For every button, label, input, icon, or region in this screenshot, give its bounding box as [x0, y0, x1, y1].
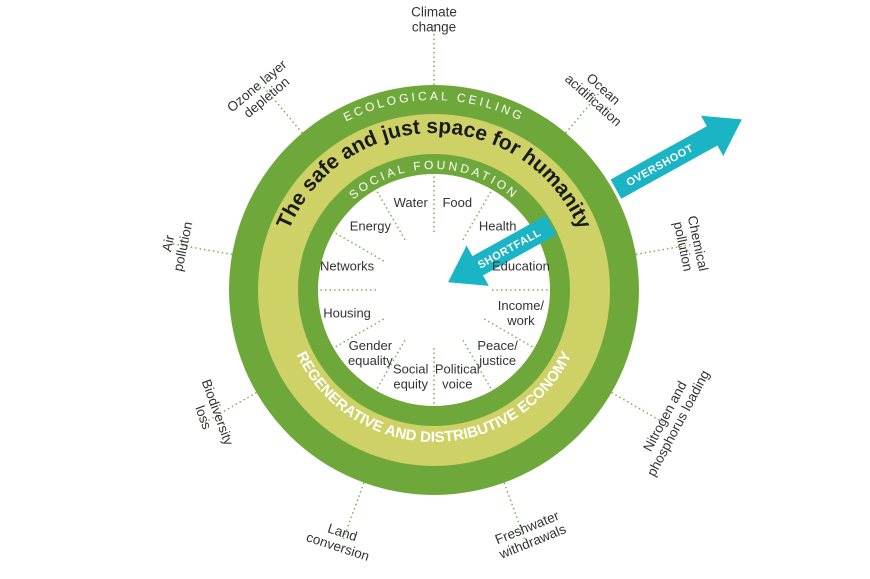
outer-spoke [565, 84, 607, 134]
social-foundation-label-line: Social [393, 361, 429, 376]
ecological-boundary-label-line: Air [159, 233, 177, 253]
social-foundation-label-line: Networks [320, 259, 375, 274]
inner-spoke [333, 318, 385, 349]
ecological-boundary-label: Airpollution [156, 217, 196, 272]
social-foundation-label-line: Political [435, 361, 480, 376]
social-foundation-label-line: Peace/ [477, 338, 518, 353]
outer-spoke [201, 391, 257, 425]
social-foundation-label-line: Health [479, 218, 517, 233]
social-foundation-label-line: Gender [349, 338, 393, 353]
inner-spoke [462, 339, 493, 391]
social-foundation-label: Energy [350, 218, 392, 233]
ecological-boundary-label: Ozone layerdepletion [224, 56, 299, 126]
social-foundation-label-line: Education [492, 259, 550, 274]
overshoot-label: OVERSHOOT [625, 142, 696, 189]
social-foundation-label-line: equality [348, 353, 393, 368]
social-foundation-label-line: justice [478, 353, 516, 368]
inner-spoke [462, 189, 493, 241]
social-foundation-label-line: Energy [350, 218, 392, 233]
overshoot-arrow-shape [610, 115, 742, 199]
social-foundation-label-line: work [506, 313, 535, 328]
outer-spoke [635, 242, 699, 256]
ecological-boundary-label: Landconversion [304, 515, 375, 564]
social-foundation-label: Water [394, 195, 429, 210]
outer-spoke [169, 242, 233, 256]
ecological-boundary-label: Nitrogen andphosphorus loading [631, 361, 713, 479]
social-foundation-label: Education [492, 259, 550, 274]
social-foundation-label-line: Income/ [498, 298, 545, 313]
social-foundation-label: Health [479, 218, 517, 233]
ecological-boundary-label-line: change [412, 20, 456, 35]
social-foundation-label: Housing [323, 305, 371, 320]
ecological-boundary-label: Oceanacidification [562, 60, 635, 129]
outer-spokes [169, 22, 699, 543]
social-foundation-label: Networks [320, 259, 375, 274]
social-foundation-label-line: equity [393, 376, 428, 391]
social-foundation-label-line: Water [394, 195, 429, 210]
shortfall-arrow-shape [447, 215, 557, 286]
social-foundation-label-line: Housing [323, 305, 371, 320]
inner-spoke [375, 339, 406, 391]
ecological-boundary-label: Biodiversityloss [185, 377, 237, 452]
social-foundation-label: Food [442, 195, 472, 210]
social-foundation-label-line: Food [442, 195, 472, 210]
social-foundation-label: Peace/justice [477, 338, 518, 368]
ecological-boundary-label: Freshwaterwithdrawals [491, 507, 569, 562]
ecological-boundary-label: Chemicalpollution [670, 214, 711, 275]
social-foundation-label: Income/work [498, 298, 545, 328]
inner-spoke [333, 231, 385, 262]
shortfall-core [318, 174, 550, 406]
inner-spoke [483, 318, 535, 349]
inner-spoke [375, 189, 406, 241]
social-foundation-label-line: voice [442, 376, 472, 391]
overshoot-arrow: OVERSHOOT [610, 115, 742, 199]
outer-spoke [611, 391, 667, 425]
ecological-boundary-label-line: Climate [411, 5, 457, 20]
social-foundation-labels: FoodHealthEducationIncome/workPeace/just… [320, 195, 550, 391]
outer-spoke [261, 84, 303, 134]
